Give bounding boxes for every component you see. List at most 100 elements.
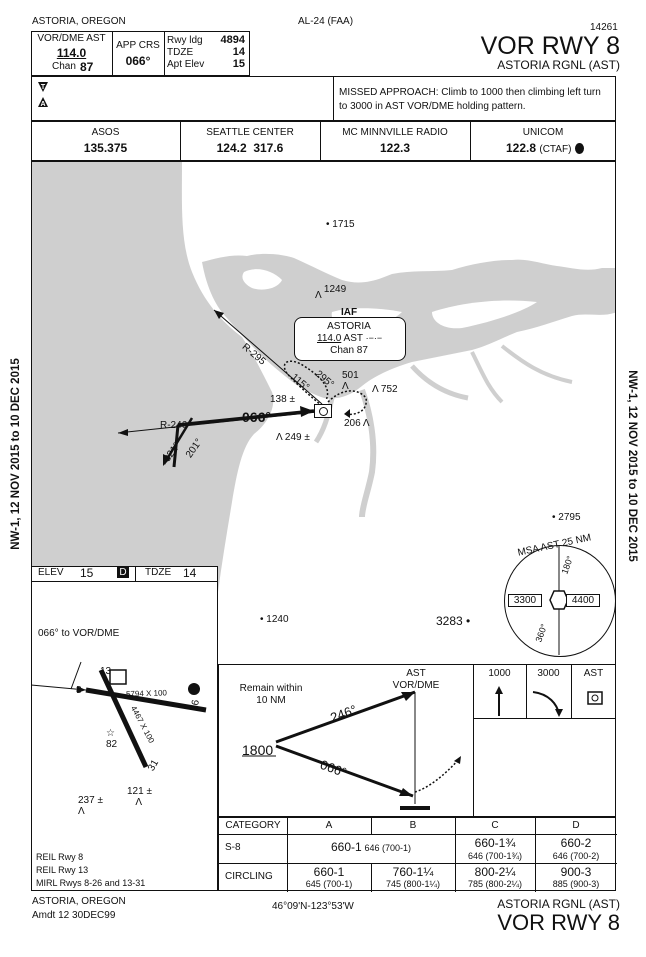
mins-circ-c-main: 800-2¼ <box>474 865 516 879</box>
radial-246-label: R-246 <box>160 420 188 431</box>
comm-unicom-freq: 122.8 (CTAF) <box>506 141 584 155</box>
elev-3283: 3283 • <box>436 614 471 628</box>
comms-row <box>31 121 616 161</box>
ad-rwy-8: 8 <box>76 685 82 696</box>
elev-1249: Λ 1249 <box>315 284 347 301</box>
footer-location: ASTORIA, OREGON <box>32 896 126 907</box>
morse-code-icon: ·−·− <box>365 333 383 343</box>
svg-text:T: T <box>41 84 46 91</box>
fix-ident: AST <box>343 333 363 344</box>
navaid-freq: 114.0 <box>56 46 87 60</box>
elev-1240: • 1240 <box>260 614 289 625</box>
profile-fix-label: AST VOR/DME <box>392 668 440 691</box>
msa-east-alt: 4400 <box>566 594 600 607</box>
side-label-right: NW-1, 12 NOV 2015 to 10 DEC 2015 <box>626 370 638 562</box>
ad-course-note: 066° to VOR/DME <box>38 628 120 639</box>
profile-remain-note: Remain within 10 NM <box>239 683 303 706</box>
navaid-label: VOR/DME AST <box>37 33 106 44</box>
mins-s8-c-main: 660-1¾ <box>474 836 516 850</box>
missed-approach-icons <box>495 686 603 717</box>
footer-title: VOR RWY 8 <box>497 910 620 935</box>
comm-radio-name: MC MINNVILLE RADIO <box>342 127 448 138</box>
fix-freq: 114.0 AST ·−·− <box>317 333 382 344</box>
fix-freq-value: 114.0 <box>317 333 342 344</box>
comm-asos-name: ASOS <box>91 127 120 138</box>
airport-diagram <box>31 566 218 891</box>
comm-asos-freq: 135.375 <box>83 141 128 155</box>
footer-coords: 46°09'N-123°53'W <box>272 901 354 912</box>
mins-header-b: B <box>409 820 417 831</box>
course-066-label: 066° <box>242 409 271 425</box>
iaf-label: IAF <box>340 307 358 318</box>
tdze-value: 14 <box>232 46 245 58</box>
comm-radio-freq: 122.3 <box>379 141 411 155</box>
mins-circ-b-main: 760-1¼ <box>392 865 434 879</box>
fix-chan: Chan 87 <box>330 345 368 356</box>
app-crs-label: APP CRS <box>116 40 160 51</box>
minimums-table: CATEGORY A B C D S-8 660-1 646 (700-1) 6… <box>218 817 617 892</box>
elev-1715: • 1715 <box>326 219 355 230</box>
missed-approach-text: MISSED APPROACH: Climb to 1000 then clim… <box>339 87 601 112</box>
briefing-strip <box>31 31 250 76</box>
ma-icon-3000: 3000 <box>537 668 560 679</box>
ad-runways <box>31 661 207 769</box>
ma-icon-ast: AST <box>583 668 604 679</box>
mins-circ-c-sub: 785 (800-2¼) <box>467 879 523 889</box>
ad-dims-1: 5794 X 100 <box>125 688 168 699</box>
mins-circ-a-sub: 645 (700-1) <box>305 879 353 889</box>
side-label-left: NW-1, 12 NOV 2015 to 10 DEC 2015 <box>10 358 22 550</box>
ad-rwy-13: 13 <box>100 666 112 677</box>
notes-row <box>31 76 616 121</box>
profile-alt-1800: 1800 <box>242 742 274 758</box>
ad-lighting-1: REIL Rwy 8 <box>36 852 84 862</box>
source-label: AL-24 (FAA) <box>298 16 354 27</box>
plan-view-map <box>32 162 615 667</box>
unicom-ctaf: (CTAF) <box>539 144 572 155</box>
ad-rwy-26: 26 <box>189 699 202 712</box>
mins-s8-d-main: 660-2 <box>560 836 592 850</box>
ad-elev-label: ELEV <box>38 567 64 578</box>
mins-circ-b-sub: 745 (800-1¼) <box>385 879 441 889</box>
ad-tdze-value: 14 <box>183 566 197 580</box>
footer-amendment: Amdt 12 30DEC99 <box>32 910 116 921</box>
fix-name: ASTORIA <box>327 321 371 332</box>
chan-value: 87 <box>80 60 94 74</box>
ma-icon-1000: 1000 <box>488 668 511 679</box>
ctaf-circle-icon <box>574 143 584 155</box>
unicom-freq-value: 122.8 <box>506 141 537 155</box>
tdze-label: TDZE <box>167 47 194 58</box>
ad-elev-121: 121 ± Λ <box>127 786 152 808</box>
comm-center-freq: 124.2 317.6 <box>216 141 284 155</box>
apt-elev-value: 15 <box>232 58 245 70</box>
iaf-fix-box <box>294 317 406 361</box>
rwy-ldg-value: 4894 <box>220 34 245 46</box>
mins-header-d: D <box>572 820 580 831</box>
svg-text:A: A <box>40 101 45 108</box>
ad-d-label: D <box>117 567 129 578</box>
plan-view: IAF ASTORIA 114.0 AST ·−·− Chan 87 • 171… <box>31 161 616 668</box>
chart-title: VOR RWY 8 <box>480 32 620 60</box>
mins-header-category: CATEGORY <box>225 820 281 831</box>
mins-circ-label: CIRCLING <box>225 871 273 882</box>
mins-circ-a-main: 660-1 <box>313 865 345 879</box>
rwy-ldg-label: Rwy ldg <box>167 35 203 46</box>
vordme-symbol-icon <box>314 404 332 418</box>
elev-752: Λ 752 <box>372 384 398 395</box>
mins-s8-ab-sub: 646 (700-1) <box>364 843 411 853</box>
mins-circ-d-main: 900-3 <box>560 865 592 879</box>
chart-number: 14261 <box>590 22 618 33</box>
mins-circ-d-sub: 885 (900-3) <box>552 879 600 889</box>
elev-206: 206 Λ <box>344 418 370 429</box>
ad-lighting-2: REIL Rwy 13 <box>36 865 89 875</box>
apt-elev-label: Apt Elev <box>167 59 205 70</box>
mins-s8-ab: 660-1 646 (700-1) <box>287 840 455 854</box>
mins-s8-d-sub: 646 (700-2) <box>552 851 600 861</box>
elev-249: Λ 249 ± <box>276 432 310 443</box>
mins-header-c: C <box>491 820 499 831</box>
footer-airport: ASTORIA RGNL (AST) <box>497 897 620 911</box>
ad-elev-237: 237 ±Λ <box>78 795 103 817</box>
location-top: ASTORIA, OREGON <box>32 16 126 27</box>
comm-unicom-name: UNICOM <box>522 127 564 138</box>
app-crs-value: 066° <box>125 54 151 68</box>
mins-s8-c-sub: 646 (700-1¾) <box>467 851 523 861</box>
